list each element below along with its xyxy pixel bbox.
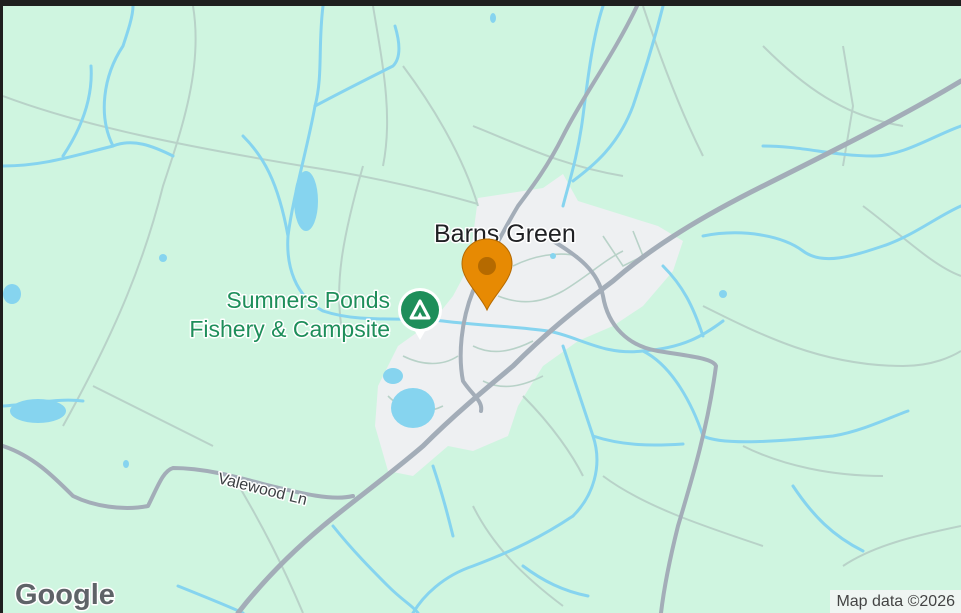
main-road [235,78,961,613]
google-logo: Google [15,579,115,611]
town-label: Barns Green [434,220,576,248]
settlement-streets [387,230,645,412]
map-canvas[interactable]: Barns Green Sumners Ponds Fishery & Camp… [3,6,961,613]
map-pin-icon[interactable] [461,238,513,312]
campground-icon[interactable] [398,288,442,340]
poi-label-line1: Sumners Ponds [226,287,390,313]
water-bodies [3,13,727,468]
map-attribution[interactable]: Map data ©2026 [830,590,961,613]
map-layer: Barns Green Sumners Ponds Fishery & Camp… [3,6,961,613]
major-roads [3,6,718,613]
settlement-area [375,174,683,476]
minor-roads [3,6,961,613]
poi-label-line2: Fishery & Campsite [189,316,390,342]
